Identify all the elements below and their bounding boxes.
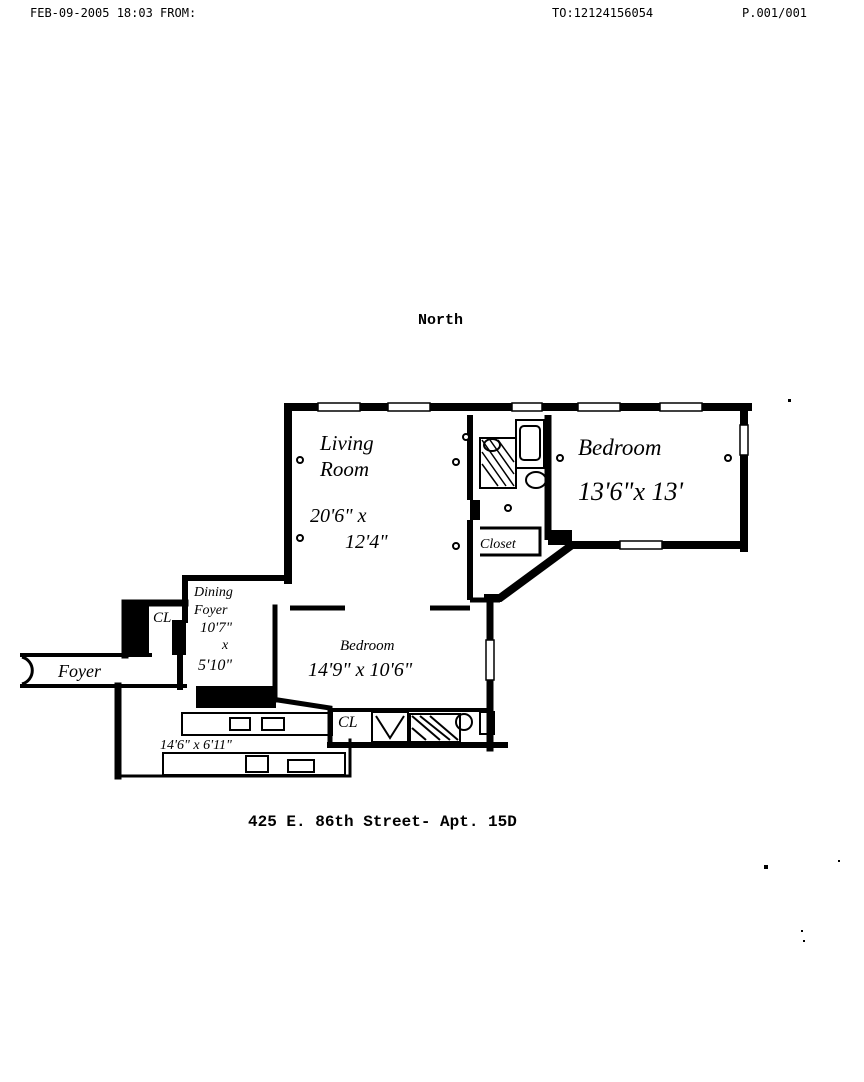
bedroom-two-dims: 14'9" x 10'6" [308,659,413,681]
fax-header: FEB-09-2005 18:03 FROM: TO:12124156054 P… [0,6,864,22]
bathroom-fixtures [371,419,547,743]
dining-foyer-dims-line2: x [221,638,229,653]
closet-label-cl-lower: CL [131,631,149,647]
address-caption: 425 E. 86th Street- Apt. 15D [248,813,517,831]
foyer-door-arc [21,655,34,686]
fax-noise-specks [764,399,840,942]
fax-page-number: P.001/001 [742,6,808,20]
living-room-dims-line2: 12'4" [345,531,388,553]
bedroom-two-name: Bedroom [340,638,395,654]
living-room-name-line1: Living [319,431,374,455]
bedroom-one-name: Bedroom [578,435,661,460]
foyer-label: Foyer [57,661,102,681]
dining-foyer-dims-line3: 5'10" [198,657,232,674]
kitchen-counters [162,712,346,776]
dining-foyer-dims-line1: 10'7" [200,620,233,636]
closet-label-cl-bathroom: CL [338,714,358,731]
wall-outlets [296,433,732,550]
north-label: North [418,312,464,329]
living-room-dims-line1: 20'6" x [310,505,367,527]
fax-sender-line: FEB-09-2005 18:03 FROM: [30,6,197,20]
dining-foyer-line1: Dining [193,585,233,600]
living-room-name-line2: Room [319,457,369,481]
windows [317,402,749,681]
exterior-walls [20,403,752,780]
solid-wall-blocks [125,500,572,708]
closet-label-cl-upper: CL [153,610,171,626]
bedroom-one-dims: 13'6"x 13' [578,477,684,506]
dining-foyer-line2: Foyer [193,603,228,618]
fax-recipient: TO:12124156054 [552,6,654,20]
kitchen-dims: 14'6" x 6'11" [160,738,232,753]
closet-label: Closet [480,537,517,552]
